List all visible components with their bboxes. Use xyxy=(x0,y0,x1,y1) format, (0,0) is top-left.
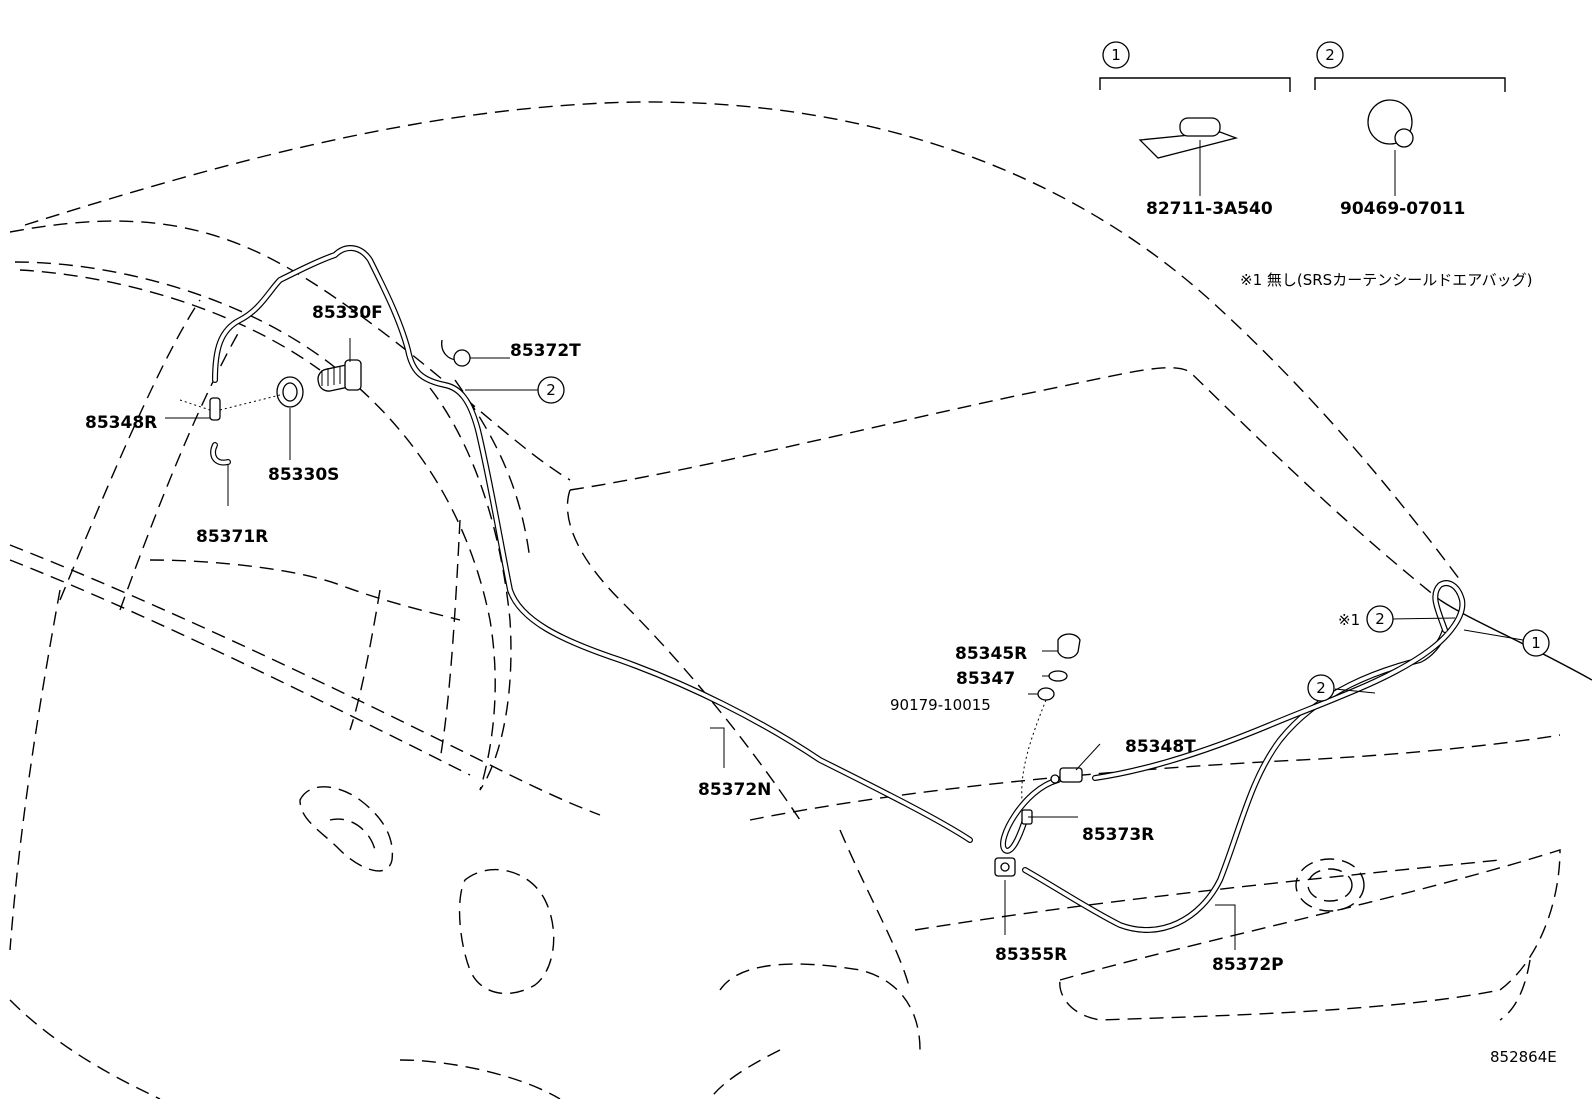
nut-part xyxy=(1037,687,1055,701)
valve-part xyxy=(994,857,1016,877)
diagram-id: 852864E xyxy=(1490,1048,1557,1066)
legend-index-1: 1 xyxy=(1111,46,1121,64)
top-hose-part xyxy=(441,339,471,367)
car-body-outline xyxy=(9,101,1592,1099)
nozzle-part xyxy=(1057,633,1081,659)
label-main-hose: 85372N xyxy=(698,780,771,800)
label-nut: 90179-10015 xyxy=(890,696,991,714)
label-grommet: 85330S xyxy=(268,465,339,485)
clip-detail-1 xyxy=(1099,77,1291,196)
callout-right: 1 xyxy=(1531,634,1541,652)
washer-hose-routing xyxy=(212,245,1466,933)
label-packing: 85347 xyxy=(956,669,1015,689)
callout-lower: 2 xyxy=(1316,679,1326,697)
legend-part-2: 90469-07011 xyxy=(1340,199,1465,219)
label-rear-hose: 85372P xyxy=(1212,955,1284,975)
grommet-part xyxy=(276,376,304,408)
right-joint-part xyxy=(1050,767,1083,784)
label-motor: 85330F xyxy=(312,303,383,323)
label-right-joint: 85348T xyxy=(1125,737,1196,757)
label-nozzle: 85345R xyxy=(955,644,1027,664)
packing-part xyxy=(1048,670,1068,682)
left-hose-part xyxy=(210,442,231,466)
callout-upper: 2 xyxy=(546,381,556,399)
label-left-joint: 85348R xyxy=(85,413,157,433)
note-marker: ※1 xyxy=(1338,611,1360,629)
legend-part-1: 82711-3A540 xyxy=(1146,199,1273,219)
washer-motor-part xyxy=(317,359,362,392)
legend: 1 2 82711-3A540 90469-07011 ※1 無し(SRSカーテ… xyxy=(1102,41,1532,289)
clip-detail-2 xyxy=(1314,77,1506,196)
callout-noted: 2 xyxy=(1375,610,1385,628)
label-right-hose: 85373R xyxy=(1082,825,1154,845)
label-left-hose: 85371R xyxy=(196,527,268,547)
callouts: 2 ※1 2 1 2 xyxy=(537,376,1550,702)
part-labels: 85330F 85330S 85348R 85371R 85372T 85345… xyxy=(85,303,1284,975)
legend-index-2: 2 xyxy=(1325,46,1335,64)
airbag-note: ※1 無し(SRSカーテンシールドエアバッグ) xyxy=(1240,271,1532,289)
leader-lines xyxy=(165,338,1524,950)
label-valve: 85355R xyxy=(995,945,1067,965)
assembly-guide-lines xyxy=(179,394,1047,801)
left-joint-part xyxy=(209,397,221,421)
label-top-hose: 85372T xyxy=(510,341,581,361)
